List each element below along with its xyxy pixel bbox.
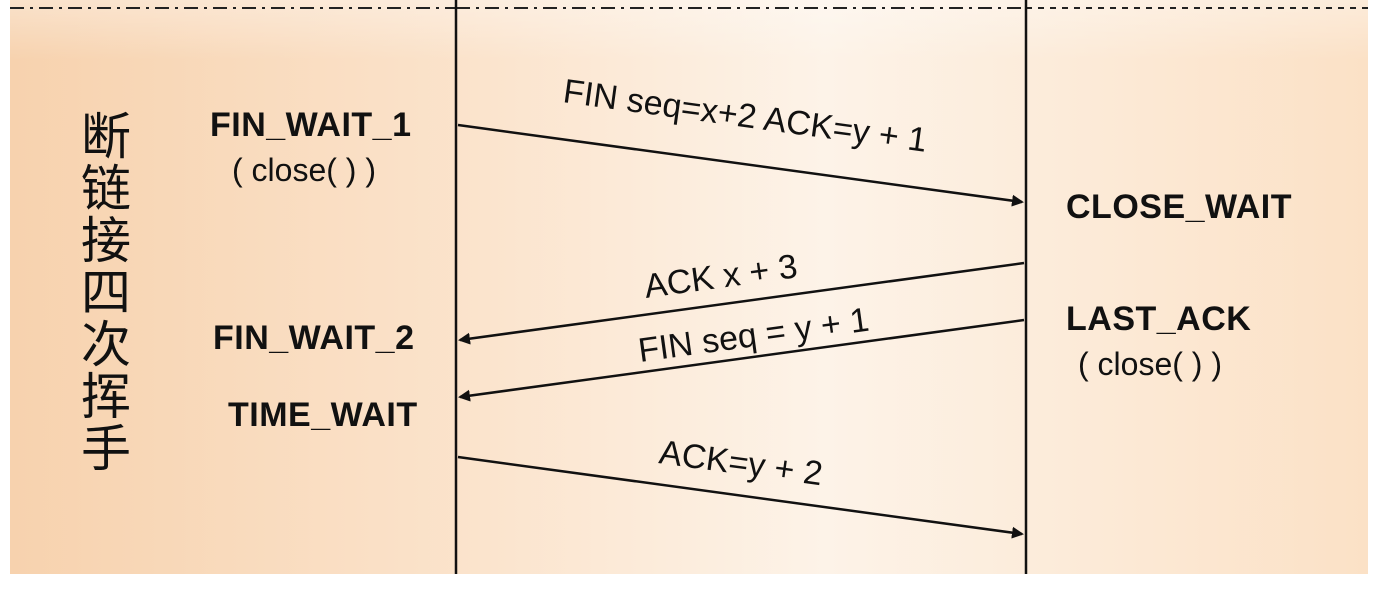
diagram-background — [10, 0, 1368, 574]
arrow-ack-client-to-server — [457, 455, 1024, 539]
note-close-client: ( close( ) ) — [232, 152, 376, 188]
state-close-wait: CLOSE_WAIT — [1066, 188, 1293, 226]
state-time-wait: TIME_WAIT — [228, 396, 418, 434]
state-last-ack: LAST_ACK — [1066, 300, 1252, 338]
arrow-ack-server-to-client — [458, 261, 1025, 345]
state-fin-wait-2: FIN_WAIT_2 — [213, 319, 415, 357]
arrow-fin-server-to-client — [458, 318, 1025, 402]
diagram-title: 断链接四次挥手 — [73, 110, 131, 474]
message-label-4: ACK=y + 2 — [657, 433, 825, 493]
arrow-fin-client-to-server — [457, 123, 1024, 207]
state-fin-wait-1: FIN_WAIT_1 — [210, 106, 412, 144]
note-close-server: ( close( ) ) — [1078, 346, 1222, 382]
